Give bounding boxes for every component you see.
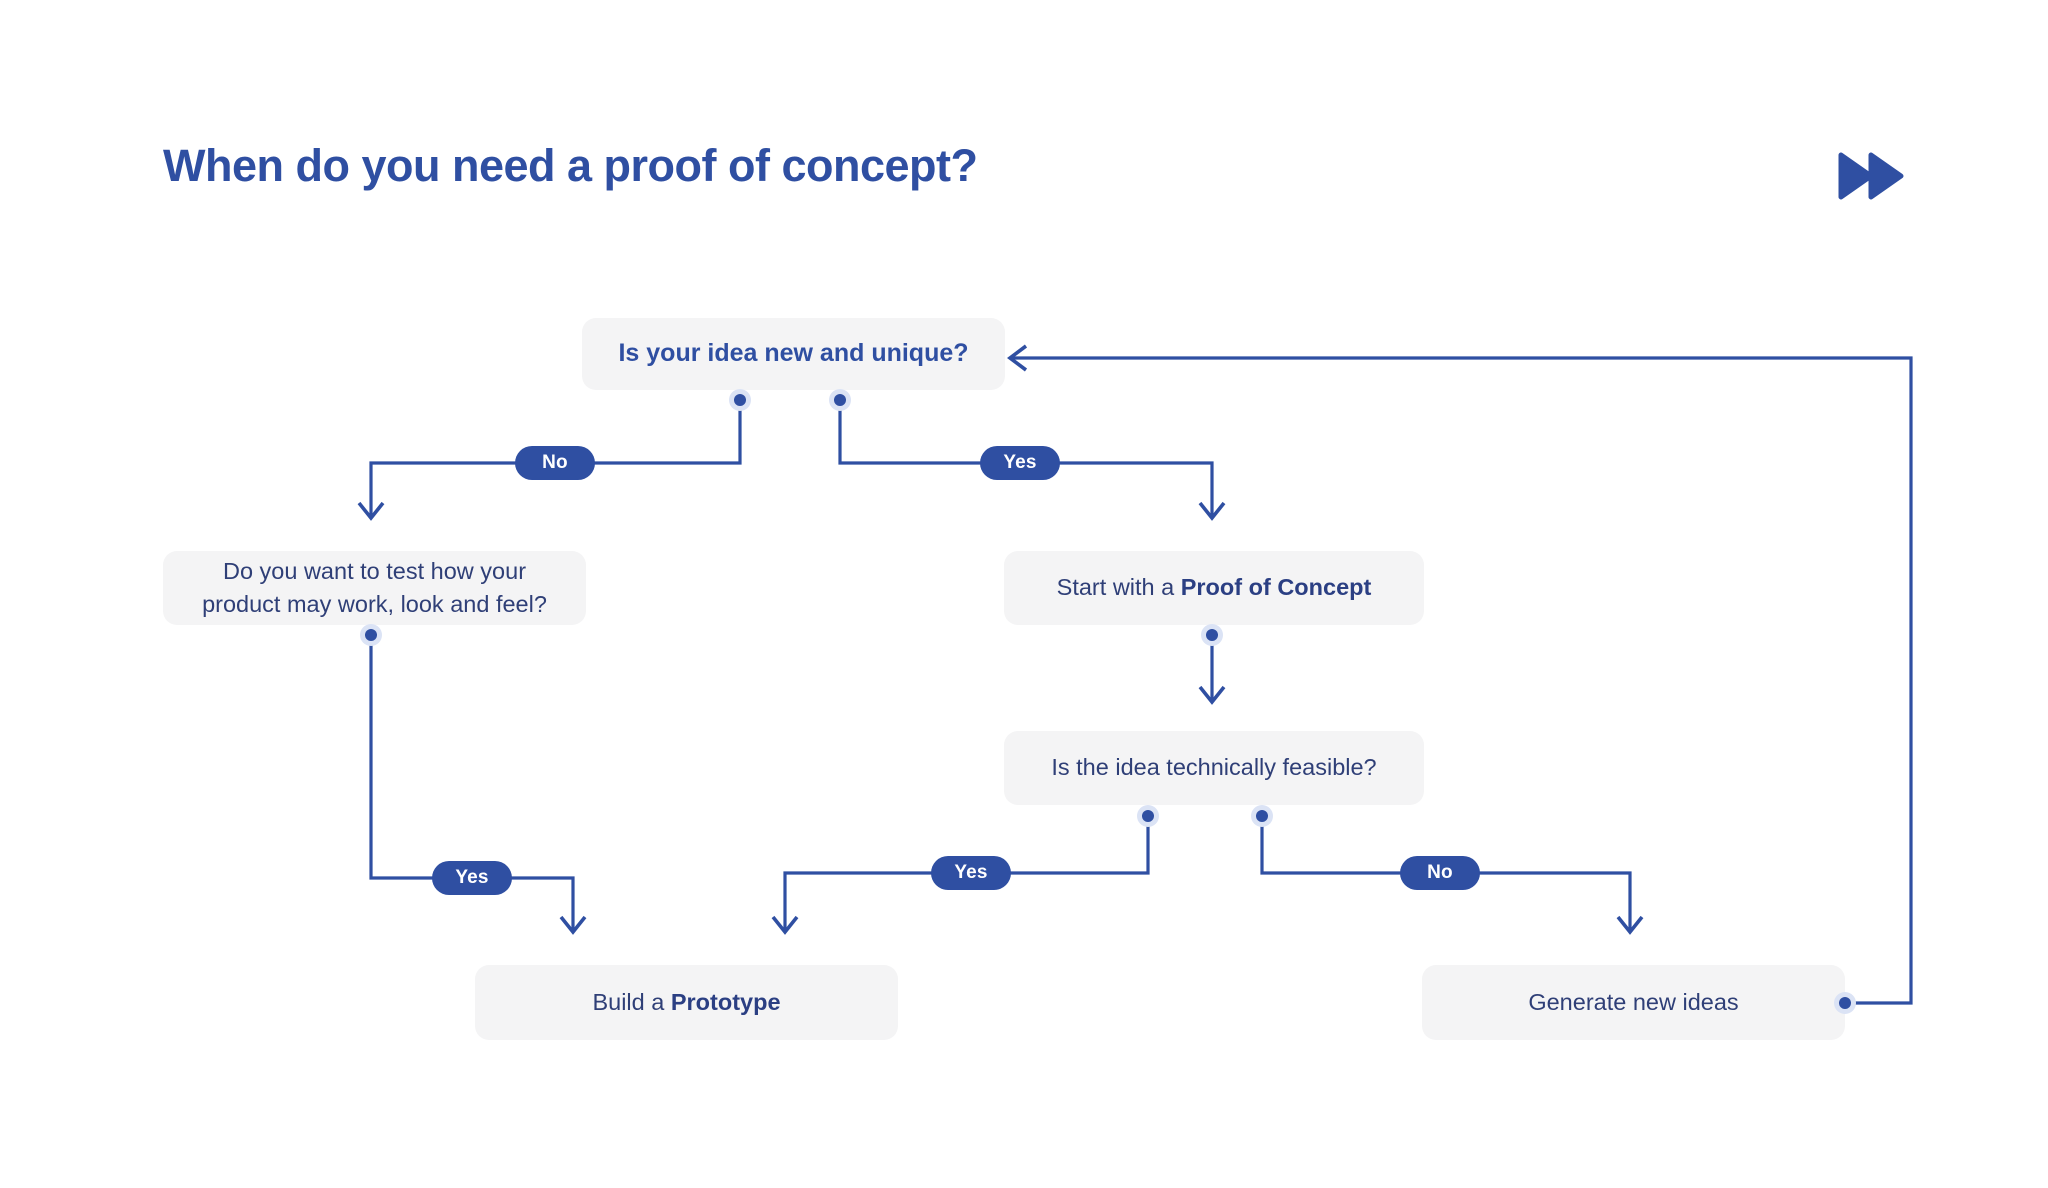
arrowhead-yes-mid: [771, 915, 799, 935]
node-idea-unique-label: Is your idea new and unique?: [618, 339, 969, 368]
node-start-poc-label: Start with a Proof of Concept: [1057, 571, 1372, 604]
connector-dot-feasible-no: [1251, 805, 1273, 827]
node-test-product-line1: Do you want to test how your: [222, 557, 527, 584]
connector-dot-generate: [1834, 992, 1856, 1014]
fast-forward-icon: [1838, 152, 1904, 200]
node-test-product-line2: product may work, look and feel?: [202, 591, 547, 617]
node-feasible[interactable]: Is the idea technically feasible?: [1004, 731, 1424, 805]
arrowhead-yes-top: [1198, 501, 1226, 521]
arrowhead-feedback-loop: [1007, 344, 1028, 372]
arrowhead-no-right: [1616, 915, 1644, 935]
arrowhead-yes-left: [559, 915, 587, 935]
edge-feedback-loop: [1012, 356, 1913, 1005]
node-start-poc[interactable]: Start with a Proof of Concept: [1004, 551, 1424, 625]
node-start-poc-bold: Proof of Concept: [1180, 574, 1372, 601]
node-test-product-label: Do you want to test how your product may…: [202, 555, 547, 622]
connector-dot-feasible-yes: [1137, 805, 1159, 827]
node-prototype-label: Build a Prototype: [592, 986, 780, 1019]
edge-label-yes-left: Yes: [432, 861, 512, 895]
fast-forward-logo: [1838, 152, 1908, 202]
edge-label-no-right: No: [1400, 856, 1480, 890]
connector-dot-start-poc: [1201, 624, 1223, 646]
node-prototype-bold: Prototype: [670, 988, 781, 1015]
connector-dot-idea-unique-no: [729, 389, 751, 411]
edge-label-yes-top: Yes: [980, 446, 1060, 480]
node-prototype[interactable]: Build a Prototype: [475, 965, 898, 1040]
node-generate-label: Generate new ideas: [1528, 988, 1739, 1015]
node-prototype-plain: Build a: [592, 988, 671, 1015]
node-idea-unique[interactable]: Is your idea new and unique?: [582, 318, 1005, 390]
node-generate[interactable]: Generate new ideas: [1422, 965, 1845, 1040]
edge-label-yes-mid: Yes: [931, 856, 1011, 890]
arrowhead-poc-to-feasible: [1198, 685, 1226, 705]
node-feasible-label: Is the idea technically feasible?: [1051, 754, 1377, 781]
edge-label-no-top: No: [515, 446, 595, 480]
connector-dot-idea-unique-yes: [829, 389, 851, 411]
node-test-product[interactable]: Do you want to test how your product may…: [163, 551, 586, 625]
connector-dot-test-product: [360, 624, 382, 646]
node-start-poc-plain: Start with a: [1056, 574, 1181, 601]
page-title: When do you need a proof of concept?: [163, 140, 978, 191]
arrowhead-no-top: [357, 501, 385, 521]
